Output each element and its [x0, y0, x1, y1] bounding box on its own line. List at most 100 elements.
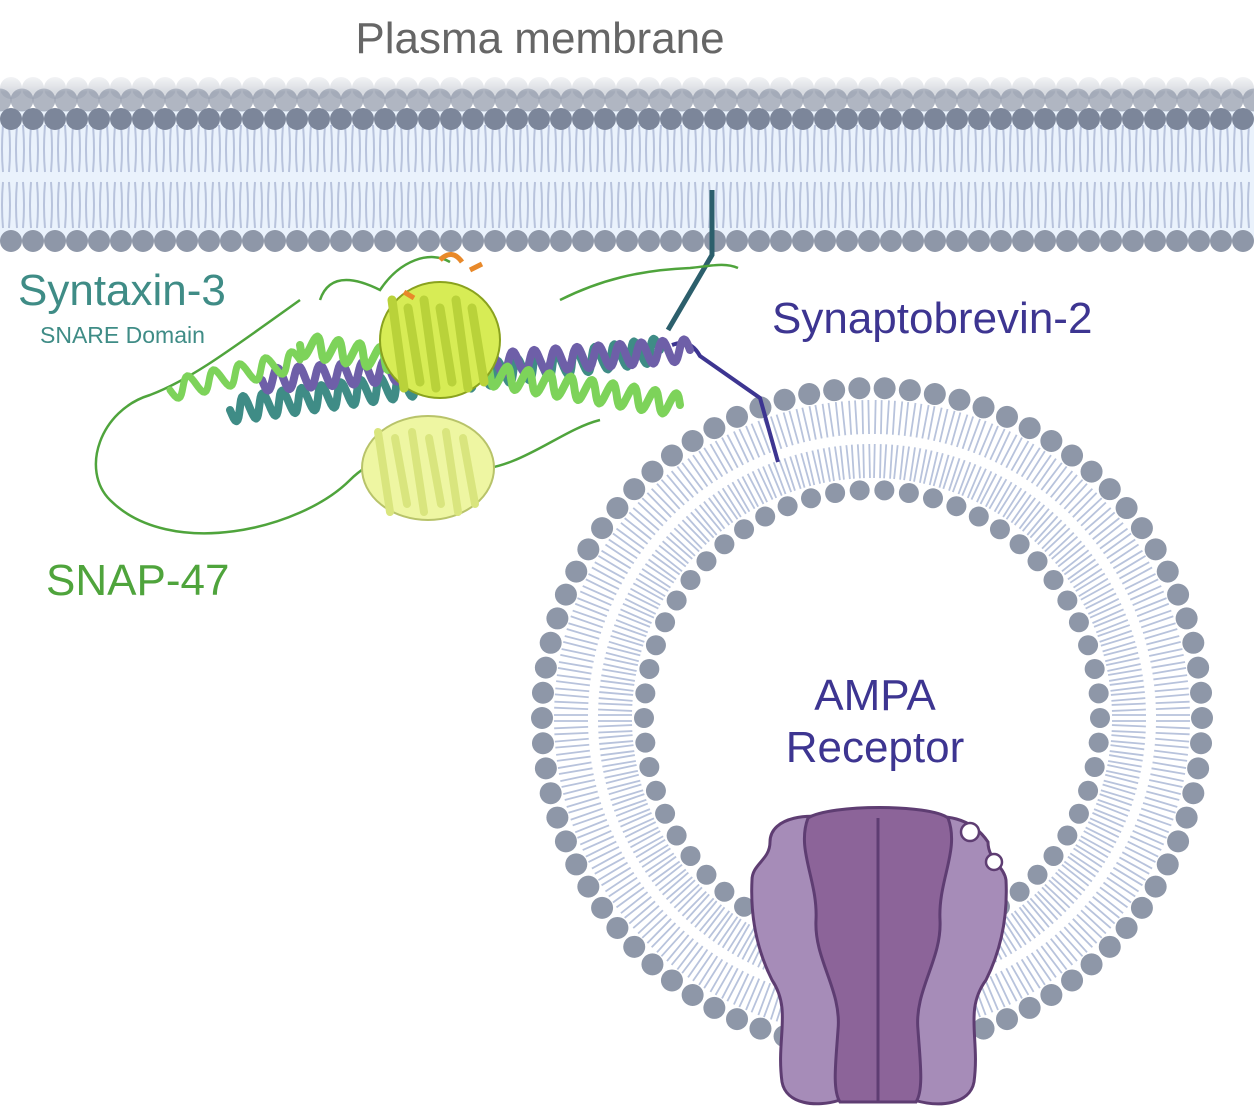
- vesicle-tail-inner: [962, 464, 981, 498]
- vesicle-head-outer: [1061, 445, 1083, 467]
- vesicle-tail-outer: [1051, 935, 1077, 965]
- vesicle-head-outer: [546, 807, 568, 829]
- vesicle-tail-outer: [580, 831, 614, 850]
- vesicle-tail-inner: [943, 456, 959, 490]
- vesicle-tail-outer: [784, 411, 799, 445]
- vesicle-tail-inner: [625, 593, 658, 613]
- lipid-head-lower: [1232, 230, 1254, 252]
- lipid-head-upper: [374, 108, 396, 130]
- vesicle-tail-outer: [605, 873, 637, 897]
- vesicle-head-outer: [540, 782, 562, 804]
- vesicle-tail-outer: [554, 715, 588, 721]
- vesicle-tail-outer: [563, 786, 597, 800]
- vesicle-tail-inner: [753, 469, 773, 502]
- vesicle-head-outer: [555, 830, 577, 852]
- vesicle-tail-outer: [1156, 727, 1190, 734]
- lipid-head-upper: [858, 108, 880, 130]
- ampa-notch-2: [986, 854, 1002, 870]
- vesicle-head-inner: [1085, 659, 1105, 679]
- lipid-head-upper: [1056, 108, 1078, 130]
- vesicle-head-outer: [623, 936, 645, 958]
- vesicle-head-outer: [641, 461, 663, 483]
- lipid-head-lower: [264, 230, 286, 252]
- vesicle-head-outer: [546, 607, 568, 629]
- vesicle-tail-outer: [1011, 962, 1033, 994]
- vesicle-tail-outer: [887, 400, 895, 434]
- lipid-head-lower: [484, 230, 506, 252]
- vesicle-head-inner: [696, 865, 716, 885]
- vesicle-head-inner: [1057, 826, 1077, 846]
- lipid-head-upper: [506, 108, 528, 130]
- vesicle-head-inner: [646, 781, 666, 801]
- vesicle-head-outer: [1145, 876, 1167, 898]
- vesicle-tail-inner: [874, 444, 881, 478]
- vesicle-tail-inner: [599, 692, 633, 701]
- vesicle-tail-outer: [556, 751, 590, 761]
- vesicle-head-inner: [714, 534, 734, 554]
- vesicle-head-outer: [1131, 517, 1153, 539]
- vesicle-tail-outer: [990, 429, 1010, 462]
- lipid-head-lower: [396, 230, 418, 252]
- vesicle-head-outer: [874, 377, 896, 399]
- vesicle-tail-outer: [1146, 636, 1180, 650]
- vesicle-tail-inner: [1108, 755, 1143, 767]
- lipid-head-lower: [330, 230, 352, 252]
- vesicle-tail-outer: [1022, 956, 1045, 988]
- lipid-head-upper: [1144, 108, 1166, 130]
- lipid-head-lower: [1122, 230, 1144, 252]
- vesicle-tail-outer: [621, 518, 651, 544]
- vesicle-tail-outer: [1146, 786, 1180, 800]
- vesicle-tail-outer: [667, 471, 693, 501]
- vesicle-head-inner: [1057, 590, 1077, 610]
- vesicle-tail-inner: [616, 804, 650, 822]
- vesicle-tail-outer: [677, 463, 702, 494]
- lipid-head-upper: [220, 108, 242, 130]
- vesicle-head-outer: [565, 853, 587, 875]
- vesicle-head-inner: [825, 483, 845, 503]
- vesicle-head-outer: [1081, 461, 1103, 483]
- vesicle-tail-outer: [722, 968, 743, 1001]
- lipid-head-upper: [1034, 108, 1056, 130]
- vesicle-tail-outer: [1093, 892, 1123, 918]
- vesicle-tail-outer: [1156, 702, 1190, 709]
- vesicle-head-inner: [1010, 882, 1030, 902]
- vesicle-tail-outer: [1077, 910, 1106, 938]
- vesicle-tail-outer: [1001, 968, 1022, 1001]
- lipid-head-lower: [858, 230, 880, 252]
- lipid-head-lower: [110, 230, 132, 252]
- lipid-head-upper: [242, 108, 264, 130]
- vesicle-tail-outer: [1069, 919, 1097, 947]
- lipid-head-upper: [792, 108, 814, 130]
- vesicle-head-inner: [1090, 708, 1110, 728]
- lipid-head-lower: [726, 230, 748, 252]
- lipid-head-upper: [44, 108, 66, 130]
- vesicle-tail-outer: [560, 774, 595, 787]
- vesicle-tail-outer: [911, 403, 922, 438]
- vesicle-tail-outer: [586, 574, 619, 594]
- lipid-head-lower: [154, 230, 176, 252]
- lipid-head-upper: [396, 108, 418, 130]
- vesicle-tail-outer: [657, 927, 684, 956]
- vesicle-tail-outer: [1152, 762, 1187, 774]
- vesicle-tail-inner: [601, 755, 636, 767]
- lipid-head-lower: [616, 230, 638, 252]
- lipid-head-upper: [0, 108, 22, 130]
- vesicle-head-inner: [874, 480, 894, 500]
- vesicle-tail-outer: [613, 529, 644, 554]
- vesicle-head-outer: [1019, 997, 1041, 1019]
- vesicle-tail-inner: [904, 447, 915, 482]
- vesicle-tail-outer: [647, 919, 675, 947]
- lipid-head-lower: [748, 230, 770, 252]
- plasma-membrane-label: Plasma membrane: [0, 14, 1080, 64]
- vesicle-tail-outer: [1130, 586, 1164, 605]
- lipid-head-lower: [946, 230, 968, 252]
- lipid-head-upper: [946, 108, 968, 130]
- vesicle-head-outer: [1145, 538, 1167, 560]
- lipid-head-lower: [44, 230, 66, 252]
- snap-label: SNAP-47: [46, 556, 229, 606]
- vesicle-tail-outer: [688, 949, 712, 980]
- vesicle-head-outer: [726, 406, 748, 428]
- lipid-head-upper: [748, 108, 770, 130]
- lipid-head-lower: [638, 230, 660, 252]
- lipid-head-upper: [1078, 108, 1100, 130]
